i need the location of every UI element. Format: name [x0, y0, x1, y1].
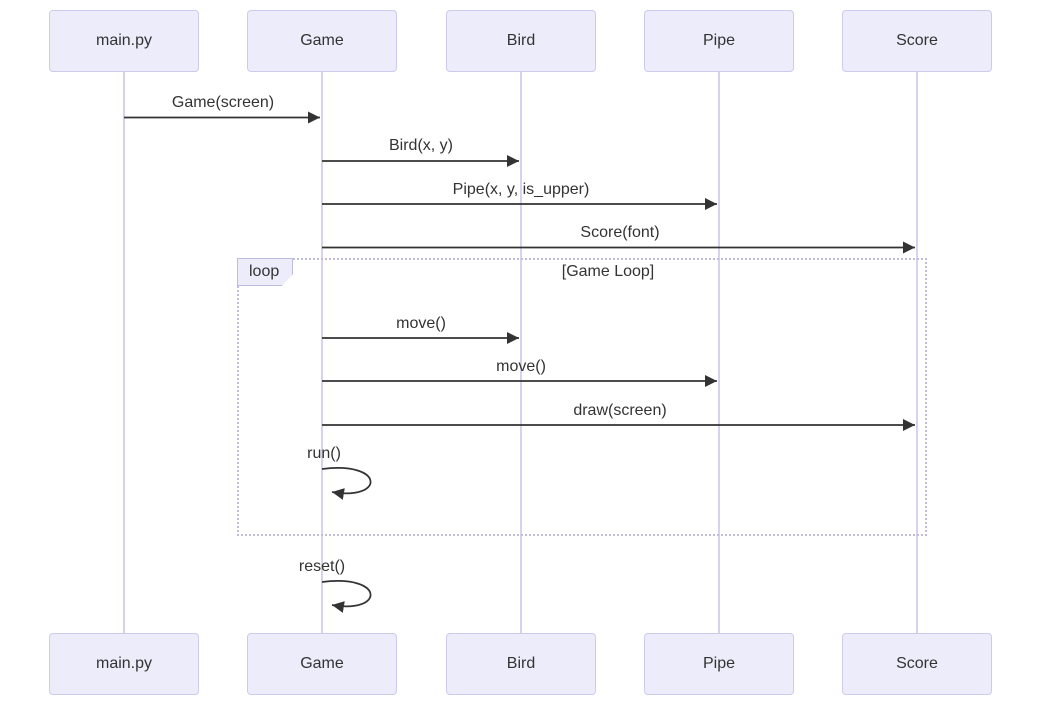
message-label-pipe-init: Pipe(x, y, is_upper): [452, 181, 590, 198]
actor-bottom-score: Score: [842, 633, 992, 695]
actor-top-score: Score: [842, 10, 992, 72]
message-label-run: run(): [307, 445, 341, 462]
actor-top-pipe: Pipe: [644, 10, 794, 72]
message-label-reset: reset(): [298, 558, 346, 575]
lifeline-pipe: [718, 72, 720, 633]
message-label-bird-init: Bird(x, y): [389, 137, 453, 154]
message-label-game-screen: Game(screen): [171, 94, 275, 111]
actor-bottom-main-py: main.py: [49, 633, 199, 695]
actor-top-game: Game: [247, 10, 397, 72]
actor-bottom-bird: Bird: [446, 633, 596, 695]
self-arrow-reset: [321, 580, 372, 613]
lifeline-bird: [520, 72, 522, 633]
lifeline-main-py: [123, 72, 125, 633]
message-label-score-draw: draw(screen): [573, 402, 667, 419]
loop-frame: [237, 258, 927, 536]
loop-title-label: [Game Loop]: [561, 263, 655, 280]
actor-top-main-py: main.py: [49, 10, 199, 72]
message-label-pipe-move: move(): [496, 358, 546, 375]
actor-bottom-game: Game: [247, 633, 397, 695]
actor-bottom-pipe: Pipe: [644, 633, 794, 695]
lifeline-score: [916, 72, 918, 633]
loop-keyword-label: loop: [237, 258, 293, 286]
message-label-score-init: Score(font): [580, 224, 660, 241]
actor-top-bird: Bird: [446, 10, 596, 72]
lifeline-game: [321, 72, 323, 633]
self-arrow-run: [321, 467, 372, 500]
message-label-bird-move: move(): [396, 315, 446, 332]
